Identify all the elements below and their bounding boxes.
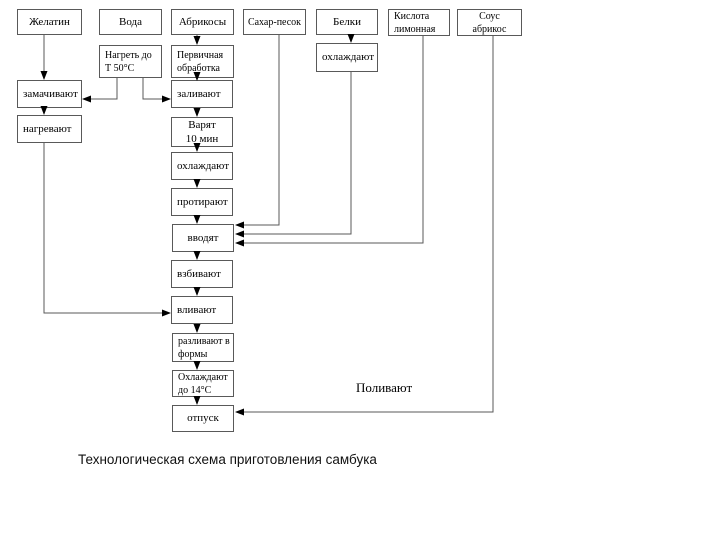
diagram-caption: Технологическая схема приготовления самб… (78, 452, 377, 467)
flow-node-apricot-sauce: Соус абрикос (457, 9, 522, 36)
flow-node-citric-acid: Кислота лимонная (388, 9, 450, 36)
flow-node-gelatin: Желатин (17, 9, 82, 35)
flow-node-rub-through: протирают (171, 188, 233, 216)
flow-node-release: отпуск (172, 405, 234, 432)
flow-node-heat-water: Нагреть до Т 50°С (99, 45, 162, 78)
flow-node-cool: охлаждают (171, 152, 233, 180)
flow-node-sugar: Сахар-песок (243, 9, 306, 35)
flow-node-soak: замачивают (17, 80, 82, 108)
flow-node-apricots: Абрикосы (171, 9, 234, 35)
flow-node-pour-in: вливают (171, 296, 233, 324)
flow-node-chill-whites: охлаждают (316, 43, 378, 72)
flow-node-water: Вода (99, 9, 162, 35)
flow-node-introduce: вводят (172, 224, 234, 252)
flow-node-whip: взбивают (171, 260, 233, 288)
flow-node-primary-processing: Первичная обработка (171, 45, 234, 78)
pour-over-annotation: Поливают (356, 380, 413, 395)
flow-node-pour-into-molds: разливают в формы (172, 333, 234, 362)
flow-node-egg-whites: Белки (316, 9, 378, 35)
flow-node-boil: Варят 10 мин (171, 117, 233, 147)
flow-node-heat-gelatin: нагревают (17, 115, 82, 143)
flow-node-chill-to-14: Охлаждают до 14°С (172, 370, 234, 397)
flow-node-pour-over: заливают (171, 80, 233, 108)
